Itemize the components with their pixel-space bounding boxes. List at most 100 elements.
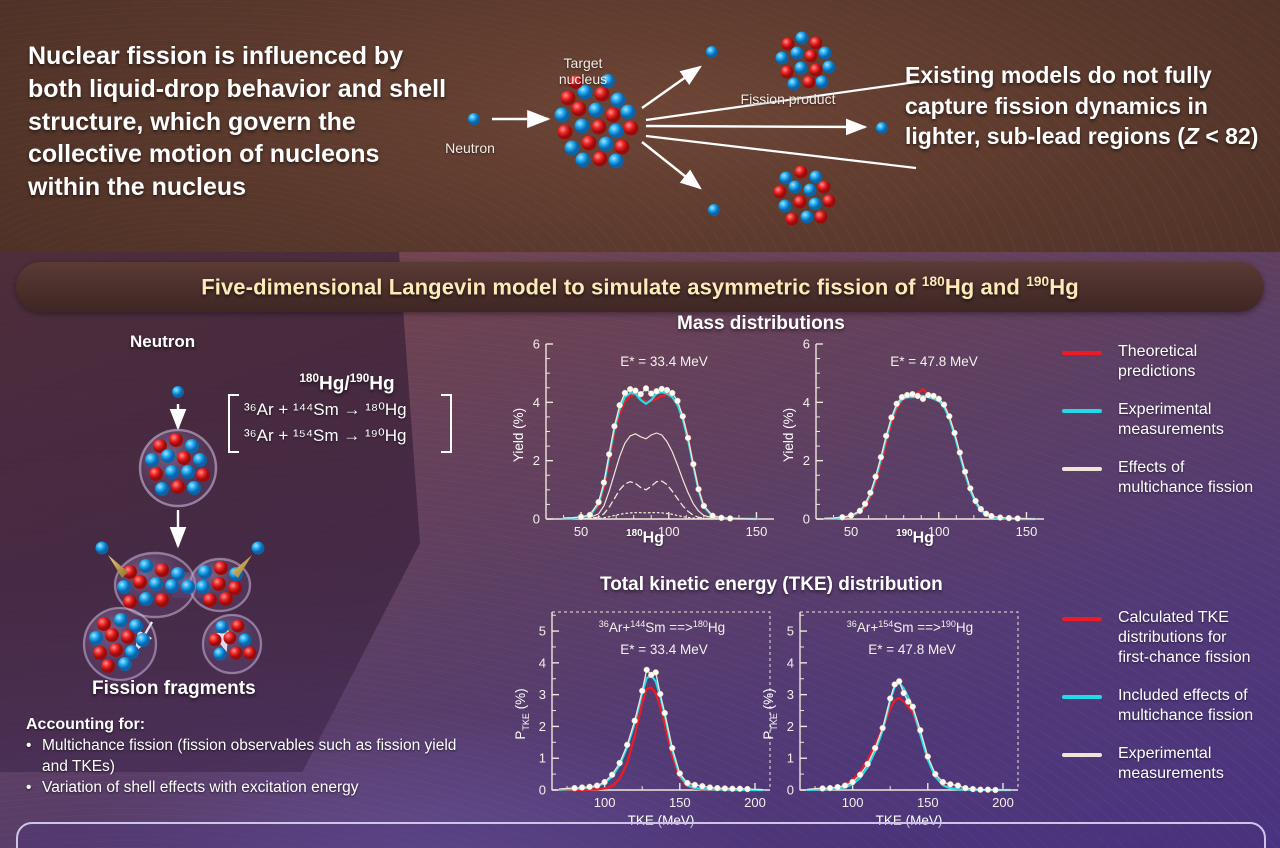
svg-text:PTKE (%): PTKE (%): [513, 688, 531, 739]
legend-item: Theoretical predictions: [1062, 342, 1277, 382]
scission-configuration: [113, 551, 252, 619]
headline-right-z-symbol: Z: [1184, 123, 1199, 150]
svg-text:1: 1: [787, 751, 794, 766]
svg-text:0: 0: [539, 783, 546, 798]
svg-text:36Ar+154Sm ==>190Hg: 36Ar+154Sm ==>190Hg: [847, 619, 973, 635]
svg-text:E* = 33.4 MeV: E* = 33.4 MeV: [620, 354, 707, 369]
fission-product-upper: [775, 31, 836, 91]
legend-label: Experimental measurements: [1118, 745, 1224, 782]
legend-swatch-experimental-tke: [1062, 753, 1102, 757]
svg-text:150: 150: [746, 524, 768, 539]
legend-swatch-theoretical: [1062, 351, 1102, 355]
bracket-right: [441, 394, 452, 453]
banner-text-mid: and: [974, 274, 1027, 300]
top-band-background: [0, 0, 1280, 252]
bottom-empty-panel: [16, 822, 1266, 848]
label-neutron-top: Neutron: [445, 140, 495, 156]
compound-nucleus-cluster: [145, 433, 210, 496]
accounting-header: Accounting for:: [26, 716, 146, 733]
main-title-text: Five-dimensional Langevin model to simul…: [201, 274, 1079, 300]
legend-label: Calculated TKE distributions for first-c…: [1118, 609, 1251, 666]
isotope-180-symbol: Hg/: [319, 373, 350, 395]
xlabel-180hg: 180Hg: [626, 528, 664, 547]
legend-mass-distributions: Theoretical predictions Experimental mea…: [1062, 342, 1277, 516]
svg-text:50: 50: [574, 524, 588, 539]
legend-swatch-experimental: [1062, 409, 1102, 413]
accounting-item-text: Multichance fission (fission observables…: [42, 737, 457, 775]
svg-text:4: 4: [533, 395, 540, 410]
reaction-equation-lines: ³⁶Ar + ¹⁴⁴Sm → ¹⁸⁰Hg ³⁶Ar + ¹⁵⁴Sm → ¹⁹⁰H…: [244, 394, 436, 453]
headline-right-part2: < 82): [1198, 123, 1259, 150]
svg-text:0: 0: [803, 512, 810, 527]
label-fission-fragments: Fission fragments: [92, 678, 256, 699]
reaction-equation-1: ³⁶Ar + ¹⁴⁴Sm → ¹⁸⁰Hg: [244, 400, 407, 419]
legend-item: Experimental measurements: [1062, 400, 1277, 440]
banner-iso1-symbol: Hg: [944, 274, 975, 300]
headline-left: Nuclear fission is influenced by both li…: [28, 42, 447, 201]
chart-mass-180hg: 0 2 4 6 50 100 150 Yield (%) E* = 33.4 MeV: [511, 330, 782, 545]
headline-right: Existing models do not fully capture fis…: [905, 60, 1265, 152]
label-target-nucleus: Target nucleus: [558, 55, 608, 88]
legend-label: Effects of multichance fission: [1118, 459, 1254, 496]
svg-text:6: 6: [803, 337, 810, 352]
svg-text:200: 200: [992, 795, 1014, 810]
svg-text:36Ar+144Sm ==>180Hg: 36Ar+144Sm ==>180Hg: [599, 619, 725, 635]
svg-text:4: 4: [539, 655, 546, 670]
legend-item: Calculated TKE distributions for first-c…: [1062, 608, 1277, 668]
bracket-left: [228, 394, 239, 453]
main-title-banner: Five-dimensional Langevin model to simul…: [16, 262, 1264, 312]
isotope-190-symbol: Hg: [369, 373, 395, 395]
top-fission-diagram: [468, 31, 917, 226]
svg-text:PTKE (%): PTKE (%): [761, 688, 779, 739]
svg-text:2: 2: [539, 719, 546, 734]
svg-text:2: 2: [533, 453, 540, 468]
svg-text:TKE (MeV): TKE (MeV): [628, 813, 695, 828]
legend-swatch-calculated-tke: [1062, 617, 1102, 621]
svg-text:4: 4: [803, 395, 810, 410]
banner-iso2-mass: 190: [1026, 273, 1050, 289]
tke-distribution-title: Total kinetic energy (TKE) distribution: [600, 574, 943, 595]
banner-text-before: Five-dimensional Langevin model to simul…: [201, 274, 922, 300]
svg-text:4: 4: [787, 655, 794, 670]
fragment-heavy-cluster: [89, 613, 150, 673]
legend-tke-distributions: Calculated TKE distributions for first-c…: [1062, 608, 1277, 802]
svg-text:6: 6: [533, 337, 540, 352]
svg-text:200: 200: [744, 795, 766, 810]
legend-swatch-multichance: [1062, 467, 1102, 471]
fission-process-diagram: [95, 386, 265, 653]
svg-text:50: 50: [844, 524, 858, 539]
svg-text:100: 100: [658, 524, 680, 539]
legend-label: Theoretical predictions: [1118, 343, 1198, 380]
legend-swatch-included-effects: [1062, 695, 1102, 699]
svg-text:150: 150: [917, 795, 939, 810]
target-nucleus-cluster: [554, 74, 639, 169]
legend-item: Effects of multichance fission: [1062, 458, 1277, 498]
svg-text:0: 0: [787, 783, 794, 798]
svg-text:TKE (MeV): TKE (MeV): [876, 813, 943, 828]
reaction-equations-box: ³⁶Ar + ¹⁴⁴Sm → ¹⁸⁰Hg ³⁶Ar + ¹⁵⁴Sm → ¹⁹⁰H…: [228, 394, 452, 453]
svg-text:0: 0: [533, 512, 540, 527]
fission-product-lower: [773, 165, 836, 226]
svg-text:E* = 33.4 MeV: E* = 33.4 MeV: [620, 642, 707, 657]
xlabel-190hg: 190Hg: [896, 528, 934, 547]
svg-text:100: 100: [928, 524, 950, 539]
diagram-label-neutron: Neutron: [130, 332, 196, 351]
legend-item: Included effects of multichance fission: [1062, 686, 1277, 726]
svg-text:E* = 47.8 MeV: E* = 47.8 MeV: [868, 642, 955, 657]
accounting-item: • Variation of shell effects with excita…: [26, 778, 486, 799]
label-fission-product: Fission product: [740, 91, 836, 107]
svg-text:Yield (%): Yield (%): [511, 408, 526, 462]
accounting-item-text: Variation of shell effects with excitati…: [42, 779, 359, 797]
svg-text:2: 2: [803, 453, 810, 468]
bullet-icon: •: [26, 737, 32, 755]
svg-text:E* = 47.8 MeV: E* = 47.8 MeV: [890, 354, 977, 369]
svg-text:2: 2: [787, 719, 794, 734]
svg-text:5: 5: [539, 624, 546, 639]
headline-right-part1: Existing models do not fully capture fis…: [905, 62, 1212, 150]
legend-label: Experimental measurements: [1118, 401, 1224, 438]
svg-text:150: 150: [1016, 524, 1038, 539]
fission-fragments-diagram: [82, 606, 263, 682]
